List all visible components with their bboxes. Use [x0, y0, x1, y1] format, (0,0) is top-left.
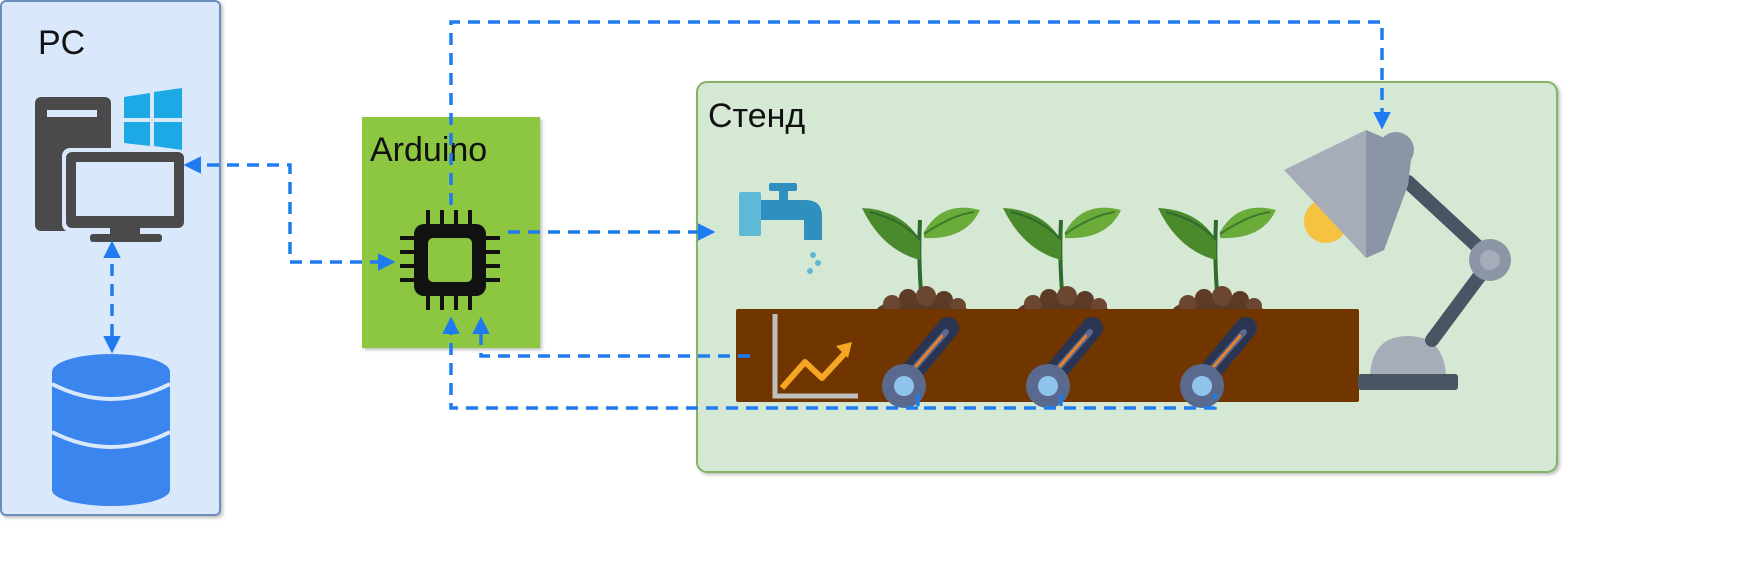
connections: [103, 20, 1391, 410]
desktop-computer-icon: [35, 97, 188, 242]
arduino-title: Arduino: [370, 131, 487, 169]
stand-title: Стенд: [708, 97, 805, 135]
chart-sensor-link: [472, 316, 750, 358]
windows-logo-icon: [124, 88, 182, 150]
thermometers-arduino-link: [451, 320, 1217, 410]
pc-container: PC: [0, 0, 221, 516]
arduino-lamp-link: [449, 20, 1391, 205]
desk-lamp-icon: [1284, 130, 1511, 390]
database-icon: [51, 354, 171, 506]
stand-container: Стенд: [696, 81, 1558, 473]
growth-chart-icon: [772, 314, 858, 399]
water-tap-icon: [739, 183, 822, 274]
pc-title: PC: [38, 24, 85, 62]
pc-arduino-link: [183, 156, 396, 271]
soil-bed: [736, 309, 1359, 408]
microchip-icon: [400, 210, 500, 310]
